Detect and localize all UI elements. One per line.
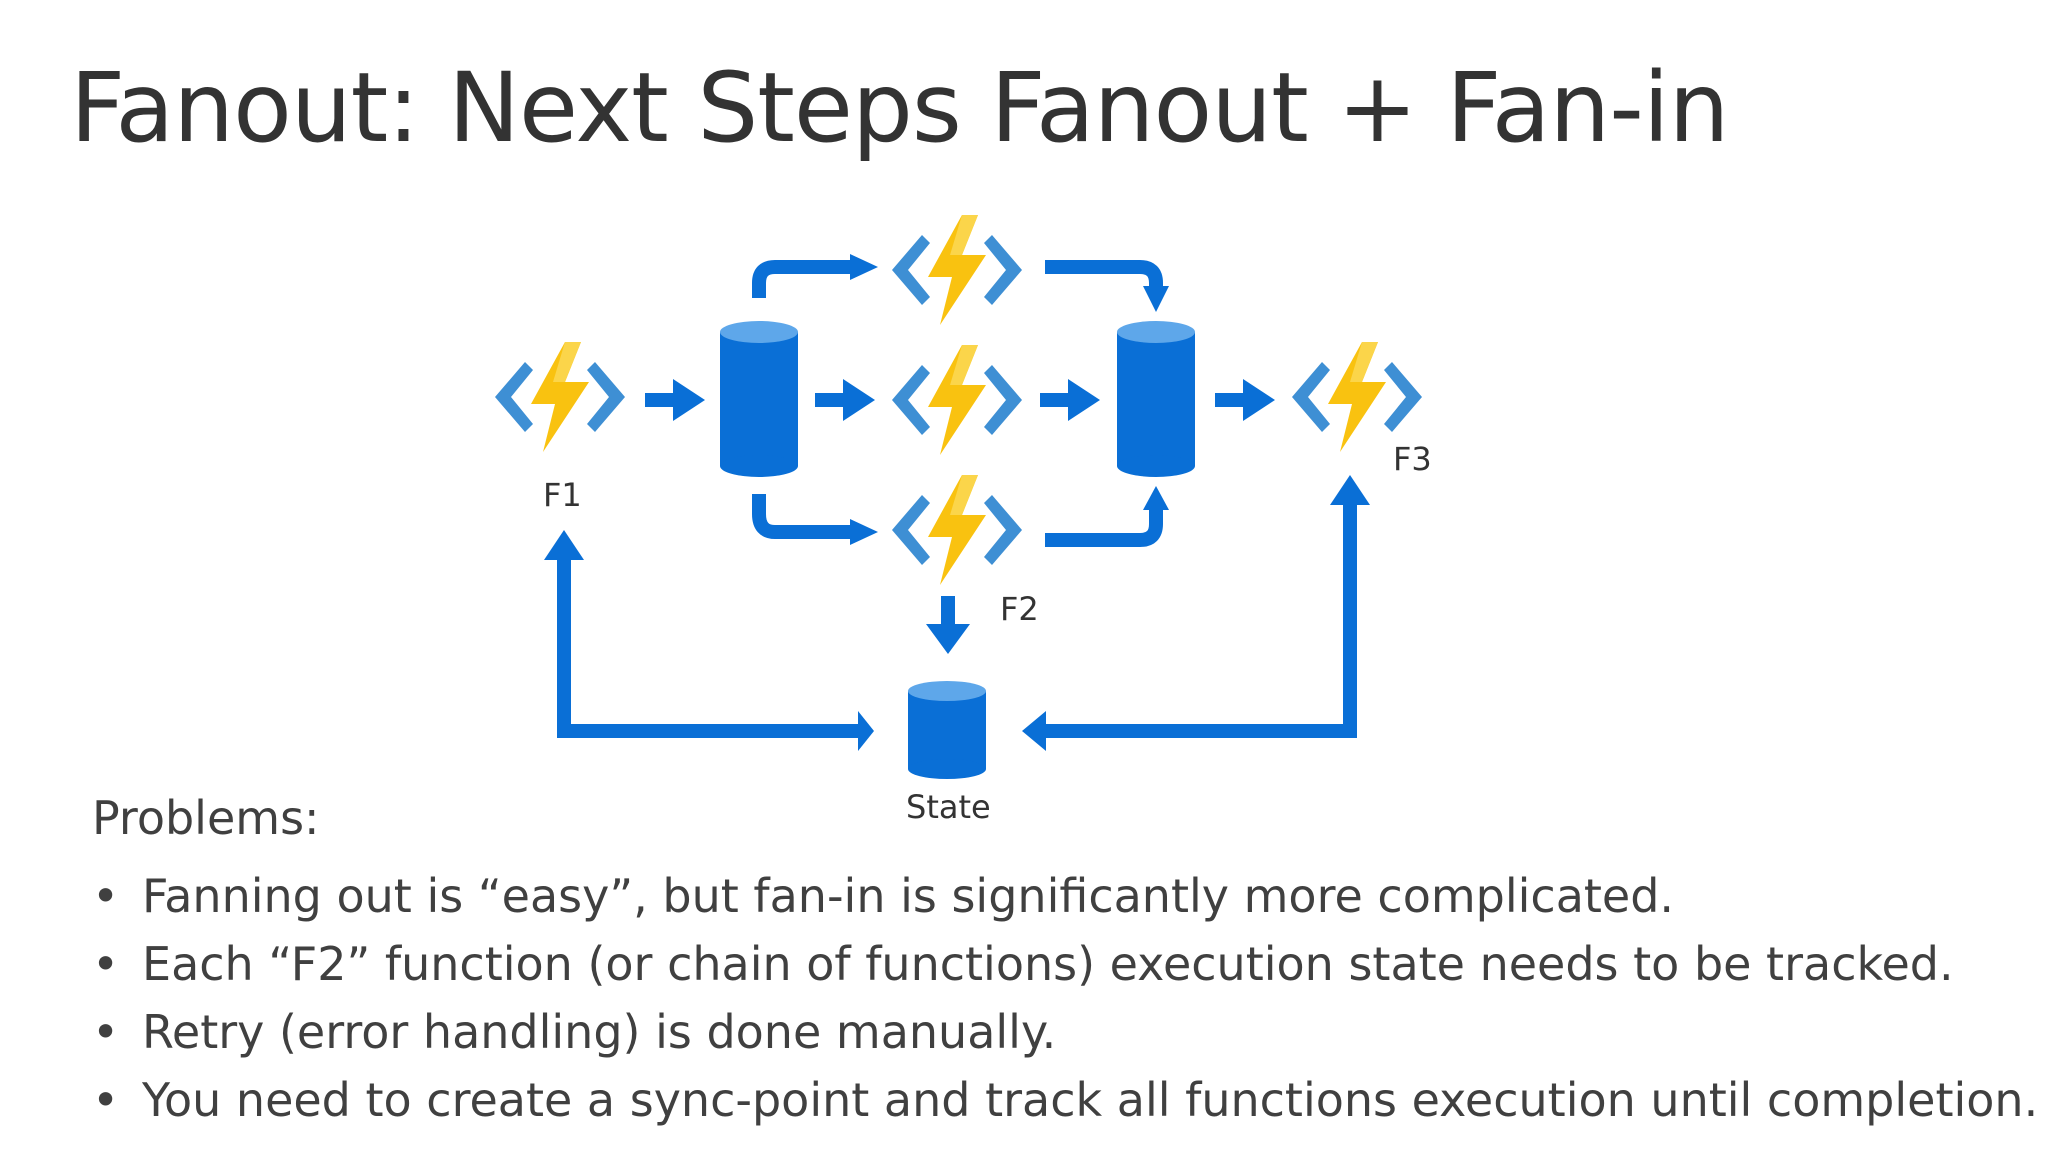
arrow-f2-top-to-queue2 <box>1045 260 1169 312</box>
arrow-queue1-to-f2-top <box>752 254 878 298</box>
function-f2-middle-icon <box>892 345 1022 455</box>
list-item: • Fanning out is “easy”, but fan-in is s… <box>92 862 2038 930</box>
label-f3: F3 <box>1393 440 1432 478</box>
arrow-queue2-to-f3 <box>1215 379 1275 421</box>
problems-section: Problems: • Fanning out is “easy”, but f… <box>92 788 2038 1134</box>
label-state: State <box>906 788 991 826</box>
label-f2: F2 <box>1000 590 1039 628</box>
problem-list: • Fanning out is “easy”, but fan-in is s… <box>92 862 2038 1134</box>
list-item: • Each “F2” function (or chain of functi… <box>92 930 2038 998</box>
bullet-icon: • <box>92 1005 120 1059</box>
bullet-icon: • <box>92 937 120 991</box>
list-item: • You need to create a sync-point and tr… <box>92 1066 2038 1134</box>
arrow-f2-to-queue2 <box>1040 379 1100 421</box>
queue-1-icon <box>720 321 798 477</box>
problem-text: Retry (error handling) is done manually. <box>142 1005 1057 1059</box>
arrow-queue1-to-f2 <box>815 379 875 421</box>
problem-text: Each “F2” function (or chain of function… <box>142 937 1954 991</box>
slide-title: Fanout: Next Steps Fanout + Fan-in <box>70 52 1729 164</box>
function-f3-icon <box>1292 342 1422 452</box>
arrow-f1-to-queue1 <box>645 379 705 421</box>
function-f1-icon <box>495 342 625 452</box>
arrow-f2-bottom-to-queue2 <box>1045 486 1169 547</box>
arrow-f2-to-state <box>926 596 970 654</box>
arrow-queue1-to-f2-bottom <box>752 494 878 545</box>
bullet-icon: • <box>92 869 120 923</box>
problem-text: Fanning out is “easy”, but fan-in is sig… <box>142 869 1675 923</box>
function-f2-bottom-icon <box>892 475 1022 585</box>
queue-2-icon <box>1117 321 1195 477</box>
bullet-icon: • <box>92 1073 120 1127</box>
function-f2-top-icon <box>892 215 1022 325</box>
state-store-icon <box>908 681 986 779</box>
arrow-f3-state-loop <box>1022 475 1370 751</box>
arrow-f1-state-loop <box>544 530 874 751</box>
label-f1: F1 <box>543 476 582 514</box>
problem-text: You need to create a sync-point and trac… <box>142 1073 2039 1127</box>
problems-heading: Problems: <box>92 791 320 845</box>
list-item: • Retry (error handling) is done manuall… <box>92 998 2038 1066</box>
